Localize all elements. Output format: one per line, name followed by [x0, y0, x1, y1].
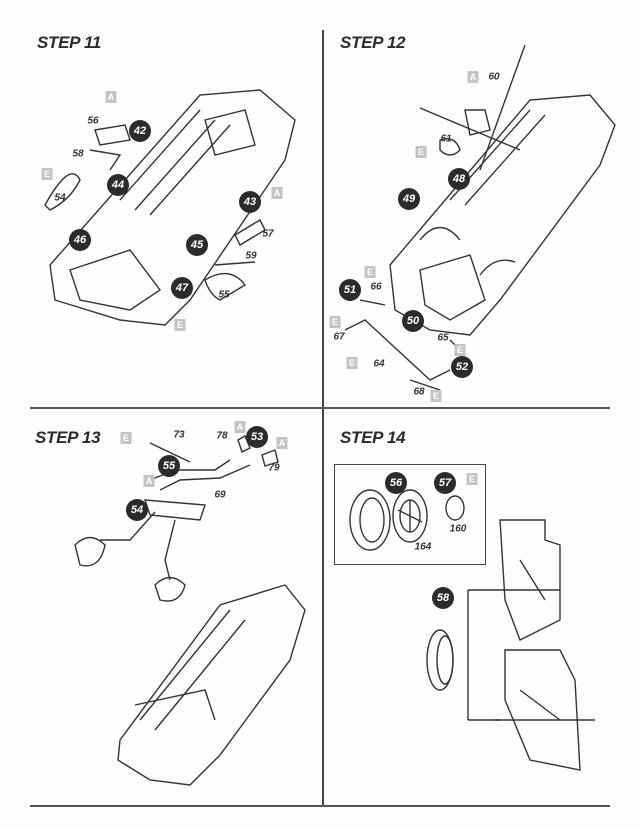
sprue-letter: A	[276, 437, 288, 449]
horizontal-divider	[30, 407, 610, 409]
callout-56: 56	[385, 472, 407, 494]
step-14-title: STEP 14	[340, 428, 406, 447]
part-60: 60	[488, 71, 500, 83]
callout-48: 48	[448, 168, 470, 190]
part-164: 164	[414, 541, 432, 553]
part-58: 58	[72, 148, 84, 160]
callout-49: 49	[398, 188, 420, 210]
sprue-letter: A	[467, 71, 479, 83]
callout-45: 45	[186, 234, 208, 256]
sprue-letter: E	[430, 390, 442, 402]
sprue-letter: A	[271, 187, 283, 199]
part-57: 57	[262, 228, 274, 240]
step-11-title: STEP 11	[37, 33, 102, 52]
sprue-letter: E	[346, 357, 358, 369]
callout-53: 53	[246, 426, 268, 448]
callout-58: 58	[432, 587, 454, 609]
callout-46: 46	[69, 229, 91, 251]
callout-50: 50	[402, 310, 424, 332]
step14-wheel-drawing	[349, 489, 595, 771]
step-12-title: STEP 12	[340, 33, 406, 52]
callout-52: 52	[451, 356, 473, 378]
bottom-rule	[30, 805, 610, 807]
wheel-assembly-inset	[334, 464, 486, 565]
sprue-letter: E	[415, 146, 427, 158]
sprue-letter: E	[41, 168, 53, 180]
part-54: 54	[54, 192, 66, 204]
part-66: 66	[370, 281, 382, 293]
part-64: 64	[373, 358, 385, 370]
sprue-letter: A	[105, 91, 117, 103]
part-79: 79	[268, 462, 280, 474]
part-160: 160	[449, 523, 467, 535]
callout-51: 51	[339, 279, 361, 301]
sprue-letter: E	[329, 316, 341, 328]
callout-57: 57	[434, 472, 456, 494]
part-65: 65	[437, 332, 449, 344]
callout-43: 43	[239, 191, 261, 213]
sprue-letter: E	[454, 344, 466, 356]
part-59: 59	[245, 250, 257, 262]
part-69: 69	[214, 489, 226, 501]
part-78: 78	[216, 430, 228, 442]
sprue-letter: E	[364, 266, 376, 278]
part-56: 56	[87, 115, 99, 127]
sprue-letter: E	[120, 432, 132, 444]
callout-44: 44	[107, 174, 129, 196]
callout-54: 54	[126, 499, 148, 521]
step12-chassis-drawing	[344, 44, 616, 391]
step-13-title: STEP 13	[35, 428, 101, 447]
part-61: 61	[440, 133, 452, 145]
sprue-letter: E	[174, 319, 186, 331]
part-73: 73	[173, 429, 185, 441]
callout-47: 47	[171, 277, 193, 299]
sprue-letter: A	[143, 475, 155, 487]
sprue-letter: A	[234, 421, 246, 433]
callout-42: 42	[129, 120, 151, 142]
sprue-letter: E	[466, 473, 478, 485]
callout-55: 55	[158, 455, 180, 477]
part-67: 67	[333, 331, 345, 343]
part-55: 55	[218, 289, 230, 301]
step11-chassis-drawing	[44, 89, 296, 326]
step13-exhaust-drawing	[74, 434, 306, 786]
part-68: 68	[413, 386, 425, 398]
vertical-divider	[322, 30, 324, 806]
